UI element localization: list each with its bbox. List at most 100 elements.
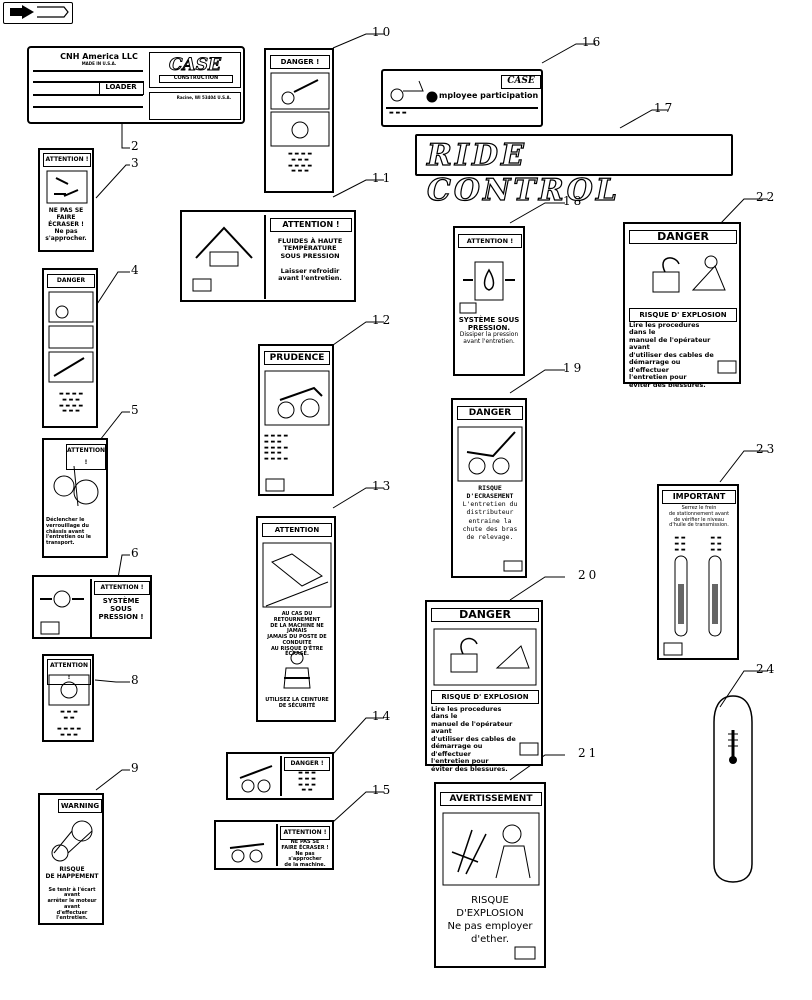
brand-sub: CONSTRUCTION bbox=[159, 75, 233, 83]
made-in: MADE IN U.S.A. bbox=[81, 61, 117, 66]
callout-13: 13 bbox=[372, 479, 394, 493]
warning-header: ATTENTION bbox=[262, 523, 332, 537]
label-12-prudence: PRUDENCE ▬ ▬ ▬ ▬▬ ▬ ▬▬ ▬ ▬ ▬▬ ▬ ▬▬ ▬ ▬ ▬ bbox=[258, 344, 334, 496]
seatbelt-pictogram-icon bbox=[283, 651, 311, 689]
tractor-logo-icon bbox=[390, 80, 424, 102]
callout-14: 14 bbox=[372, 709, 394, 723]
manual-icon bbox=[459, 302, 477, 314]
manual-icon bbox=[503, 560, 523, 572]
label-17-ride-control: RIDE CONTROL bbox=[415, 134, 733, 209]
loader-arm-pictogram-icon bbox=[270, 72, 330, 147]
hot-surface-pictogram-icon bbox=[48, 674, 90, 706]
loader-pictogram-icon bbox=[48, 291, 94, 383]
callout-10: 10 bbox=[372, 25, 394, 39]
dipstick-pictogram-icon bbox=[674, 555, 722, 637]
company-name: CNH America LLC bbox=[60, 52, 138, 61]
warning-header: ATTENTION ! bbox=[94, 581, 150, 595]
callout-8: 8 bbox=[131, 673, 142, 687]
callout-9: 9 bbox=[131, 761, 142, 775]
loader-pictogram-icon bbox=[229, 843, 265, 863]
warning-header: ATTENTION ! bbox=[280, 826, 330, 840]
callout-18: 18 bbox=[563, 194, 585, 208]
callout-2: 2 bbox=[131, 139, 142, 153]
battery-pictogram-icon bbox=[652, 255, 726, 293]
item-24-dipstick-decal bbox=[713, 695, 753, 883]
fine-print: ▬ ▬ ▬ ▬▬ ▬ ▬▬ ▬ ▬ ▬▬ ▬ ▬▬ ▬ ▬ ▬ bbox=[264, 433, 289, 462]
callout-4: 4 bbox=[131, 263, 142, 277]
warning-header: DANGER bbox=[457, 406, 523, 420]
e-circle-icon bbox=[426, 91, 438, 103]
back-button[interactable] bbox=[3, 2, 73, 24]
warning-header: DANGER bbox=[431, 608, 539, 622]
participation-text: mployee participation bbox=[439, 91, 539, 100]
label-16-employee-participation: CASE mployee participation ▬ ▬ ▬ bbox=[381, 69, 543, 127]
callout-6: 6 bbox=[131, 546, 142, 560]
callout-19: 19 bbox=[563, 361, 585, 375]
manual-icon bbox=[717, 360, 737, 374]
arrow-icon bbox=[10, 5, 69, 19]
loader-pictogram-icon bbox=[264, 370, 330, 426]
label-4-danger: DANGER ▬ ▬ ▬ ▬▬ ▬ ▬▬ ▬ ▬ ▬▬ ▬ ▬ bbox=[42, 268, 98, 428]
warning-header: WARNING bbox=[58, 799, 102, 813]
crush-pictogram-icon bbox=[457, 426, 523, 482]
crush-pictogram-icon bbox=[46, 170, 88, 204]
warning-header: DANGER ! bbox=[284, 757, 330, 771]
risk-title: RISQUE D' EXPLOSION bbox=[629, 308, 737, 322]
callout-23: 23 bbox=[756, 442, 778, 456]
callout-12: 12 bbox=[372, 313, 394, 327]
callout-16: 16 bbox=[582, 35, 604, 49]
manual-icon bbox=[265, 478, 285, 492]
warning-header: PRUDENCE bbox=[264, 351, 330, 365]
label-20-danger: DANGER RISQUE D' EXPLOSION Lire les proc… bbox=[425, 600, 543, 773]
warning-header: ATTENTION ! bbox=[47, 659, 91, 685]
label-8-attention: ATTENTION ! ▬ ▬ ▬▬ ▬▬ ▬ ▬ ▬▬ ▬ ▬ bbox=[42, 654, 94, 742]
risk-title: RISQUE D' EXPLOSION bbox=[431, 690, 539, 704]
label-14-danger: DANGER ! ▬ ▬ ▬▬ ▬ ▬▬ ▬ ▬▬ ▬ bbox=[226, 752, 334, 800]
warning-header: ATTENTION ! bbox=[66, 444, 106, 470]
warning-header: AVERTISSEMENT bbox=[440, 792, 542, 806]
fine-print-right: ▬ ▬▬ ▬▬ ▬ bbox=[710, 535, 722, 553]
callout-5: 5 bbox=[131, 403, 142, 417]
pressure-pictogram-icon bbox=[463, 261, 515, 301]
warning-header: ATTENTION ! bbox=[270, 218, 352, 232]
callout-24: 24 bbox=[756, 662, 778, 676]
warning-header: IMPORTANT bbox=[662, 490, 736, 504]
label-10-danger: DANGER ! ▬ ▬ ▬ ▬▬ ▬ ▬▬ ▬ ▬ ▬▬ ▬ ▬ bbox=[264, 48, 334, 193]
product-name: LOADER bbox=[105, 83, 137, 91]
warning-header: DANGER bbox=[47, 274, 95, 288]
callout-3: 3 bbox=[131, 156, 142, 170]
rollover-pictogram-icon bbox=[262, 542, 332, 608]
warning-header: DANGER ! bbox=[270, 55, 330, 69]
ether-pictogram-icon bbox=[442, 812, 540, 886]
warning-header: ATTENTION ! bbox=[43, 153, 91, 167]
callout-17: 17 bbox=[654, 101, 676, 115]
frame-lock-pictogram-icon bbox=[53, 465, 99, 507]
warning-header: DANGER bbox=[629, 230, 737, 244]
label-2-serial-plate: CNH America LLC MADE IN U.S.A. LOADER CA… bbox=[27, 46, 245, 124]
fine-print: ▬ ▬ ▬ ▬▬ ▬ ▬▬ ▬ ▬ ▬▬ ▬ ▬ bbox=[58, 391, 84, 415]
case-logo: CASE bbox=[501, 75, 541, 89]
fine-print: ▬ ▬ ▬▬ ▬ ▬▬ ▬ ▬▬ ▬ bbox=[298, 770, 316, 794]
loader-pictogram-icon bbox=[239, 765, 273, 793]
warning-header: ATTENTION ! bbox=[458, 234, 522, 248]
address: Racine, WI 53404 U.S.A. bbox=[176, 95, 232, 100]
entanglement-pictogram-icon bbox=[51, 820, 93, 862]
callout-11: 11 bbox=[372, 171, 394, 185]
manual-icon bbox=[192, 278, 212, 292]
